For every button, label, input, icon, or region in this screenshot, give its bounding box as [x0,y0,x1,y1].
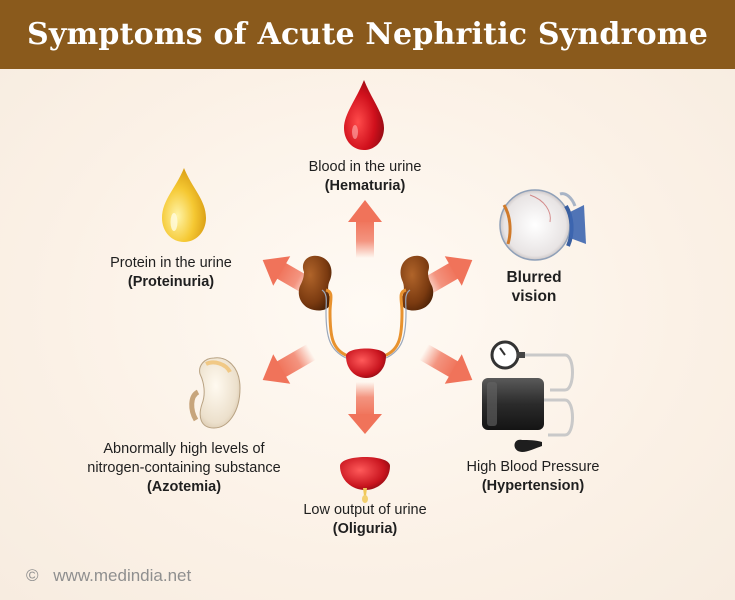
label-blurred-vision: Blurred vision [488,268,580,306]
azotemia-term: (Azotemia) [146,479,222,495]
label-oliguria: Low output of urine (Oliguria) [282,501,448,539]
hypertension-term: (Hypertension) [481,478,585,494]
header-banner: Symptoms of Acute Nephritic Syndrome [0,0,735,69]
hypertension-text: High Blood Pressure [466,459,600,475]
proteinuria-text: Protein in the urine [110,255,232,271]
ureters [325,288,407,358]
kidney-icon-left [298,255,332,311]
arrow-lower-left [262,344,316,384]
arrow-up [348,200,382,258]
ureters-shade [321,289,411,359]
footer-site: www.medindia.net [53,566,192,585]
diagram-background [0,69,735,600]
hematuria-text: Blood in the urine [308,159,422,175]
label-hematuria: Blood in the urine (Hematuria) [292,158,438,196]
arrow-down [348,382,382,434]
blurred-vision-line1: Blurred [506,269,562,286]
bladder-icon [346,348,386,378]
copyright-icon: © [26,566,39,585]
protein-drop-icon [162,168,206,242]
urine-drop-icon [340,457,390,503]
azotemia-line2: nitrogen-containing substance [87,460,281,476]
arrow-lower-right [419,344,473,384]
blurred-vision-line2: vision [511,288,557,305]
footer-credit: © www.medindia.net [26,566,191,586]
page-title: Symptoms of Acute Nephritic Syndrome [26,17,709,52]
blood-pressure-cuff-icon [482,340,574,452]
oliguria-term: (Oliguria) [332,521,398,537]
label-proteinuria: Protein in the urine (Proteinuria) [90,254,252,292]
oliguria-text: Low output of urine [303,502,427,518]
pale-kidney-icon [189,357,241,429]
eye-icon [499,189,586,261]
label-hypertension: High Blood Pressure (Hypertension) [458,458,608,496]
blood-drop-icon [344,80,384,150]
kidney-icon-right [400,255,434,311]
label-azotemia: Abnormally high levels of nitrogen-conta… [78,440,290,497]
hematuria-term: (Hematuria) [324,178,406,194]
proteinuria-term: (Proteinuria) [127,274,215,290]
azotemia-line1: Abnormally high levels of [103,441,265,457]
